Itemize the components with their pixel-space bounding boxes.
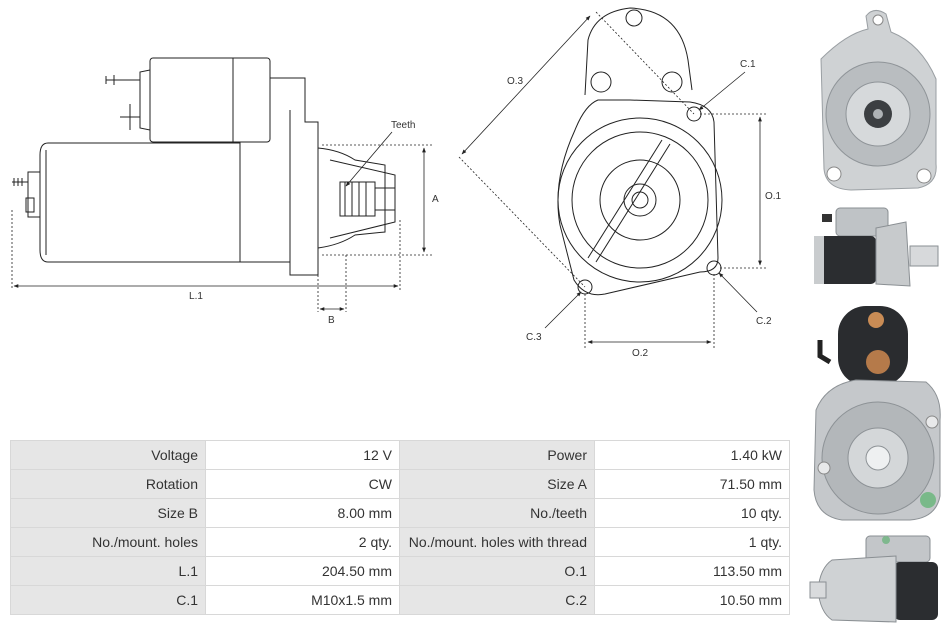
dimension-o2-label: O.2 bbox=[632, 348, 649, 359]
starter-front-view bbox=[557, 7, 723, 296]
dimension-o3-label: O.3 bbox=[507, 76, 524, 87]
spec-value: 113.50 mm bbox=[594, 556, 790, 586]
spec-value: 10.50 mm bbox=[594, 585, 790, 615]
spec-value: 1 qty. bbox=[594, 527, 790, 557]
spec-label: L.1 bbox=[10, 556, 206, 586]
spec-label: Size B bbox=[10, 498, 206, 528]
dimension-c3-label: C.3 bbox=[526, 332, 542, 343]
dimension-c1-label: C.1 bbox=[740, 59, 756, 70]
spec-label: Power bbox=[399, 440, 595, 470]
spec-value: 204.50 mm bbox=[205, 556, 400, 586]
spec-value: CW bbox=[205, 469, 400, 499]
product-photo-angle bbox=[809, 535, 938, 623]
spec-value: 2 qty. bbox=[205, 527, 400, 557]
spec-label: O.1 bbox=[399, 556, 595, 586]
starter-side-view bbox=[12, 57, 396, 276]
spec-value: 12 V bbox=[205, 440, 400, 470]
spec-label: Size A bbox=[399, 469, 595, 499]
spec-value: 71.50 mm bbox=[594, 469, 790, 499]
spec-row: Voltage 12 V Power 1.40 kW bbox=[10, 440, 790, 470]
spec-label: C.2 bbox=[399, 585, 595, 615]
spec-row: L.1 204.50 mm O.1 113.50 mm bbox=[10, 556, 790, 586]
spec-value: M10x1.5 mm bbox=[205, 585, 400, 615]
front-view-dimensions bbox=[458, 11, 768, 350]
product-photo-rear bbox=[813, 306, 941, 521]
technical-drawing: Teeth A L.1 B O.3 C.1 O bbox=[11, 7, 782, 359]
teeth-label: Teeth bbox=[391, 120, 415, 131]
side-view-dimensions bbox=[11, 131, 432, 312]
spec-value: 1.40 kW bbox=[594, 440, 790, 470]
spec-value: 10 qty. bbox=[594, 498, 790, 528]
dimension-l1-label: L.1 bbox=[189, 291, 203, 302]
spec-row: C.1 M10x1.5 mm C.2 10.50 mm bbox=[10, 585, 790, 615]
dimension-b-label: B bbox=[328, 315, 335, 326]
specs-table: Voltage 12 V Power 1.40 kW Rotation CW S… bbox=[10, 440, 790, 615]
dimension-o1-label: O.1 bbox=[765, 191, 782, 202]
spec-value: 8.00 mm bbox=[205, 498, 400, 528]
spec-label: No./mount. holes with thread bbox=[399, 527, 595, 557]
dimension-a-label: A bbox=[432, 194, 439, 205]
spec-label: No./mount. holes bbox=[10, 527, 206, 557]
spec-row: No./mount. holes 2 qty. No./mount. holes… bbox=[10, 527, 790, 557]
spec-label: No./teeth bbox=[399, 498, 595, 528]
spec-label: C.1 bbox=[10, 585, 206, 615]
dimension-c2-label: C.2 bbox=[756, 316, 772, 327]
product-photo-front bbox=[820, 10, 937, 191]
spec-label: Voltage bbox=[10, 440, 206, 470]
product-photo-side bbox=[814, 207, 939, 287]
spec-row: Size B 8.00 mm No./teeth 10 qty. bbox=[10, 498, 790, 528]
spec-label: Rotation bbox=[10, 469, 206, 499]
spec-row: Rotation CW Size A 71.50 mm bbox=[10, 469, 790, 499]
